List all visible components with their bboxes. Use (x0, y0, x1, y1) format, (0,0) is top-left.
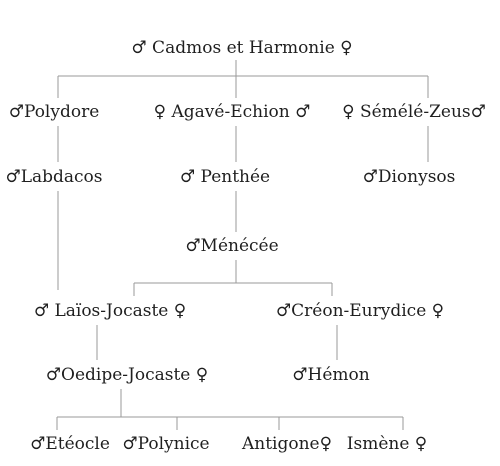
node-creon-eurydice: ♂Créon-Eurydice ♀ (275, 301, 445, 321)
node-penthee: ♂ Penthée (179, 167, 271, 187)
node-polynice: ♂Polynice (122, 434, 210, 454)
node-labdacos: ♂Labdacos (5, 167, 103, 187)
node-hemon: ♂Hémon (292, 365, 370, 385)
node-antigone: Antigone♀ (241, 434, 333, 454)
node-dionysos: ♂Dionysos (362, 167, 456, 187)
node-polydore: ♂Polydore (8, 102, 100, 122)
node-laios-jocaste: ♂ Laïos-Jocaste ♀ (33, 301, 187, 321)
node-cadmos-harmonie: ♂ Cadmos et Harmonie ♀ (131, 38, 353, 58)
node-agave-echion: ♀ Agavé-Echion ♂ (153, 102, 311, 122)
node-semele-zeus: ♀ Sémélé-Zeus♂ (342, 102, 486, 122)
node-ismene: Ismène ♀ (346, 434, 428, 454)
node-oedipe-jocaste: ♂Oedipe-Jocaste ♀ (45, 365, 209, 385)
node-eteocle: ♂Etéocle (30, 434, 110, 454)
node-menecee: ♂Ménécée (185, 236, 279, 256)
